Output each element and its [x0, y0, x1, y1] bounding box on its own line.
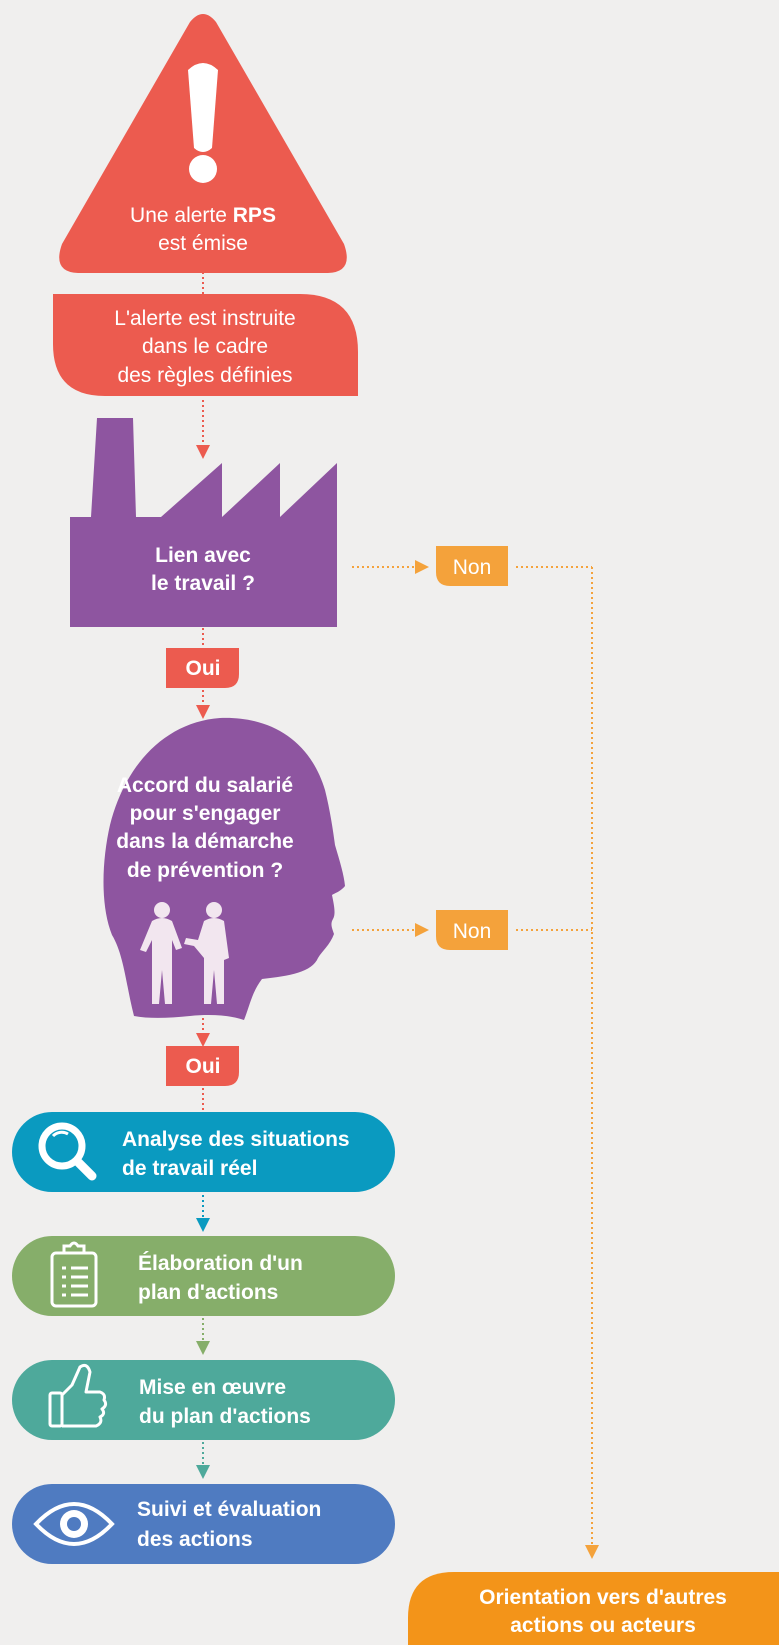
step-follow-up-line2: des actions: [137, 1528, 253, 1551]
work-link-line1: Lien avec: [155, 544, 251, 567]
yes-label: Oui: [186, 657, 221, 680]
instruction-line1: L'alerte est instruite: [114, 307, 295, 330]
instruction-box: [53, 294, 358, 396]
step-plan-line1: Élaboration d'un: [138, 1252, 303, 1275]
step-analysis-line1: Analyse des situations: [122, 1128, 350, 1151]
eye-icon: [33, 1502, 115, 1546]
magnifier-icon: [38, 1122, 97, 1181]
yes-tag-work-link: Oui: [166, 648, 239, 688]
no-label: Non: [453, 556, 492, 579]
people-icon: [140, 902, 229, 1004]
step-analysis-line2: de travail réel: [122, 1157, 257, 1180]
connectors: [196, 272, 599, 1559]
instruction-node: L'alerte est instruite dans le cadre des…: [53, 294, 358, 396]
factory-icon: [70, 418, 337, 627]
no-tag-consent: Non: [436, 910, 508, 950]
no-label: Non: [453, 920, 492, 943]
yes-label: Oui: [186, 1055, 221, 1078]
consent-line4: de prévention ?: [127, 859, 283, 882]
step-plan-line2: plan d'actions: [138, 1281, 278, 1304]
alert-text-line1: Une alerte RPS: [130, 204, 276, 227]
orientation-box: [408, 1572, 779, 1645]
exclamation-icon: [188, 63, 218, 183]
no-tag-work-link: Non: [436, 546, 508, 586]
orientation-line1: Orientation vers d'autres: [479, 1586, 727, 1609]
orientation-line2: actions ou acteurs: [510, 1614, 696, 1637]
step-follow-up: Suivi et évaluation des actions: [12, 1484, 395, 1564]
consent-line2: pour s'engager: [130, 802, 281, 825]
step-follow-up-line1: Suivi et évaluation: [137, 1498, 321, 1521]
step-plan: Élaboration d'un plan d'actions: [12, 1236, 395, 1316]
step-implement-line1: Mise en œuvre: [139, 1376, 286, 1399]
alert-text-line2: est émise: [158, 232, 248, 255]
employee-consent-node: Accord du salarié pour s'engager dans la…: [103, 717, 345, 1020]
consent-line1: Accord du salarié: [117, 774, 293, 797]
instruction-line2: dans le cadre: [142, 335, 268, 358]
instruction-line3: des règles définies: [117, 364, 292, 387]
yes-tag-consent: Oui: [166, 1046, 239, 1086]
orientation-node: Orientation vers d'autres actions ou act…: [408, 1572, 779, 1645]
step-analysis: Analyse des situations de travail réel: [12, 1112, 395, 1192]
step-implement-line2: du plan d'actions: [139, 1405, 311, 1428]
work-link-node: Lien avec le travail ?: [70, 418, 337, 627]
consent-line3: dans la démarche: [116, 830, 293, 853]
thumbs-up-icon: [48, 1363, 108, 1428]
work-link-line2: le travail ?: [151, 572, 255, 595]
step-implement: Mise en œuvre du plan d'actions: [12, 1360, 395, 1440]
clipboard-icon: [50, 1241, 98, 1308]
alert-node: Une alerte RPS est émise: [59, 14, 347, 273]
